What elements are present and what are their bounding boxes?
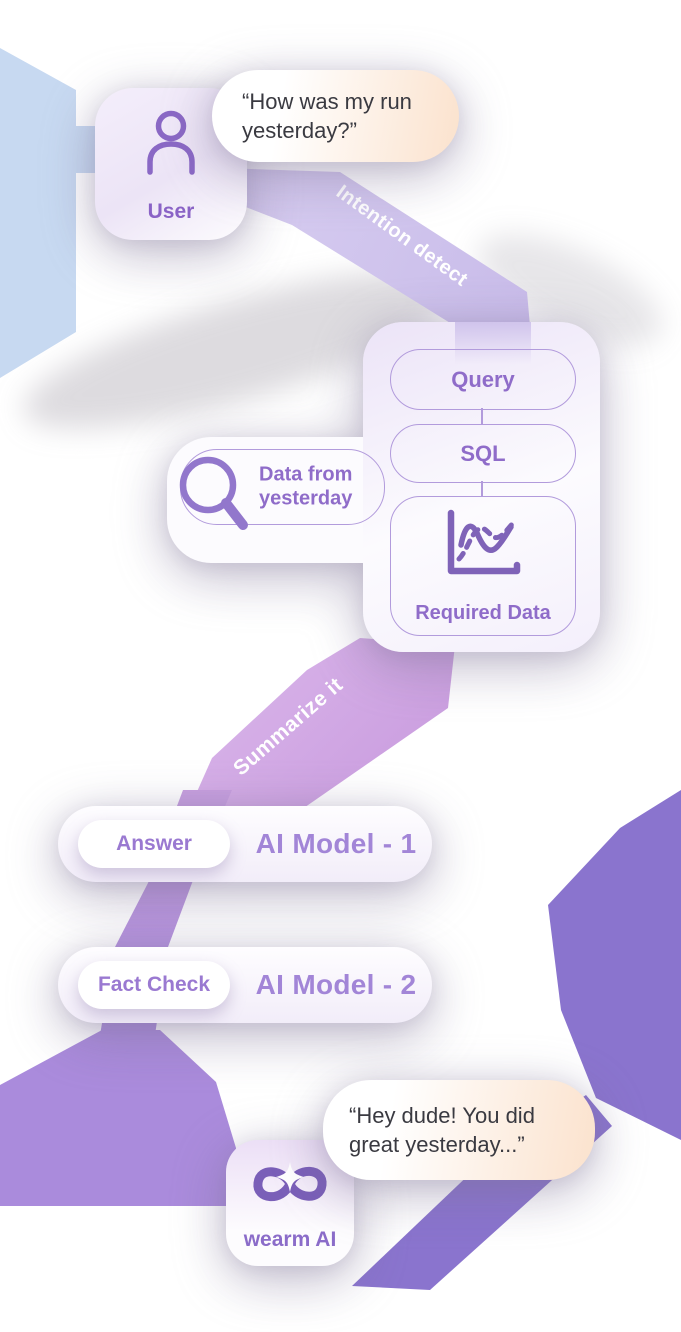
- ai-model-1-name: AI Model - 1: [255, 828, 417, 859]
- person-icon: [147, 110, 195, 175]
- process-card-group: Query SQL Required Data Data from yester…: [167, 322, 600, 652]
- connector-line: [481, 408, 483, 424]
- summarize-label: Summarize it: [229, 673, 348, 781]
- answer-label: Answer: [116, 832, 192, 855]
- user-card: User: [95, 88, 247, 240]
- data-from-yesterday-text: Data from yesterday: [259, 463, 352, 510]
- output-connector-ribbon: [0, 1030, 236, 1206]
- ai-model-1-row: Answer AI Model - 1: [58, 806, 432, 882]
- data-line1: Data from: [259, 463, 353, 486]
- ai-model-2-name: AI Model - 2: [255, 969, 417, 1000]
- wearm-ai-label: wearm AI: [243, 1228, 337, 1251]
- infinity-logo-icon: [253, 1162, 327, 1202]
- sql-label: SQL: [460, 440, 506, 466]
- ribbon-fade-into-card: [455, 322, 531, 364]
- fact-check-pill: Fact Check: [78, 961, 230, 1009]
- ai-speech-bubble: “Hey dude! You did great yesterday...”: [323, 1080, 595, 1180]
- fact-check-label: Fact Check: [97, 973, 211, 996]
- user-card-label: User: [147, 200, 195, 223]
- user-speech-line2: yesterday?”: [242, 118, 357, 143]
- query-pill: Query: [390, 349, 576, 410]
- sql-pill: SQL: [390, 424, 576, 483]
- user-speech-line1: “How was my run: [242, 88, 412, 114]
- query-label: Query: [451, 366, 515, 392]
- ai-speech-line2: great yesterday...”: [349, 1132, 525, 1157]
- data-line2: yesterday: [259, 487, 353, 509]
- user-speech-bubble: “How was my run yesterday?”: [212, 70, 459, 162]
- data-from-yesterday-pill: Data from yesterday: [180, 449, 385, 525]
- user-speech-text: “How was my run yesterday?”: [242, 87, 412, 146]
- connector-line: [481, 481, 483, 496]
- ai-speech-text: “Hey dude! You did great yesterday...”: [349, 1101, 535, 1160]
- summarize-ribbon: Summarize it: [188, 638, 455, 812]
- magnifier-icon: [179, 456, 248, 530]
- line-chart-icon: [447, 509, 521, 575]
- ai-speech-line1: “Hey dude! You did: [349, 1102, 535, 1128]
- required-data-box: Required Data: [390, 496, 576, 636]
- ai-model-2-row: Fact Check AI Model - 2: [58, 947, 432, 1023]
- required-data-label: Required Data: [415, 602, 551, 624]
- answer-pill: Answer: [78, 820, 230, 868]
